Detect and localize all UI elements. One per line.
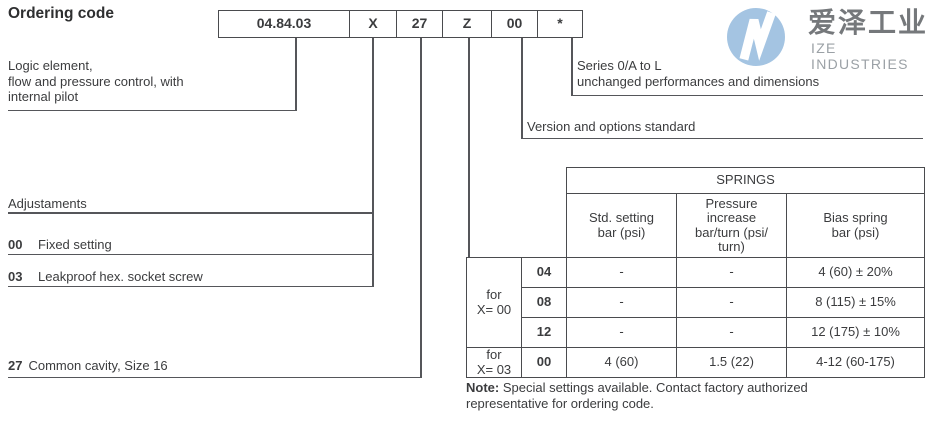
code-segment-00: 00 xyxy=(492,10,538,38)
column-header-std-setting: Std. setting bar (psi) xyxy=(566,193,677,258)
table-row: for X= 00 04 - - 4 (60) ± 20% xyxy=(466,257,925,348)
adjustment-item-00: 00 Fixed setting xyxy=(8,237,112,253)
bias-spring-value: 8 (115) ± 15% xyxy=(786,287,925,318)
adjustment-code: 03 xyxy=(8,269,23,284)
adjustment-label: Leakproof hex. socket screw xyxy=(38,269,203,284)
connector-line-00 xyxy=(521,38,523,139)
adjustment-code: 00 xyxy=(8,237,23,252)
pressure-increase-value: - xyxy=(676,317,787,348)
underline-adjustments-title xyxy=(8,212,374,214)
pressure-increase-value: - xyxy=(676,257,787,288)
spring-code: 04 xyxy=(521,257,567,288)
table-row: for X= 03 00 4 (60) 1.5 (22) 4-12 (60-17… xyxy=(466,347,925,378)
cavity-label: Common cavity, Size 16 xyxy=(28,358,168,373)
note-body: Special settings available. Contact fact… xyxy=(466,380,808,411)
adjustment-item-03: 03 Leakproof hex. socket screw xyxy=(8,269,203,285)
springs-table: SPRINGS Std. setting bar (psi) Pressure … xyxy=(466,167,925,378)
std-setting-value: - xyxy=(566,317,677,348)
page-title: Ordering code xyxy=(8,5,114,22)
std-setting-value: - xyxy=(566,257,677,288)
code-segment-star: * xyxy=(538,10,583,38)
connector-line-model xyxy=(295,38,297,111)
underline-adjustment-00 xyxy=(8,253,374,256)
std-setting-value: 4 (60) xyxy=(566,347,677,378)
table-row: 12 - - 12 (175) ± 10% xyxy=(467,317,925,348)
group-label-x00: for X= 00 xyxy=(466,257,522,348)
note-prefix: Note: xyxy=(466,380,500,395)
bias-spring-value: 12 (175) ± 10% xyxy=(786,317,925,348)
series-description: Series 0/A to L unchanged performances a… xyxy=(577,58,820,89)
version-description: Version and options standard xyxy=(527,119,696,134)
product-description: Logic element, flow and pressure control… xyxy=(8,58,184,104)
pressure-increase-value: - xyxy=(676,287,787,318)
cavity-code: 27 xyxy=(8,358,23,373)
spring-code: 12 xyxy=(521,317,567,348)
column-header-pressure-increase: Pressure increase bar/turn (psi/ turn) xyxy=(676,193,787,258)
connector-line-x xyxy=(372,38,374,287)
connector-line-27 xyxy=(420,38,422,378)
adjustments-title: Adjustaments xyxy=(8,196,87,211)
connector-line-star xyxy=(571,38,573,96)
underline-version xyxy=(521,137,923,140)
underline-product xyxy=(8,109,297,112)
logo-english-text: IZE INDUSTRIES xyxy=(811,40,909,72)
adjustment-label: Fixed setting xyxy=(38,237,112,252)
std-setting-value: - xyxy=(566,287,677,318)
spring-code: 00 xyxy=(521,347,567,378)
bias-spring-value: 4 (60) ± 20% xyxy=(786,257,925,288)
logo-chinese-text: 爱泽工业 xyxy=(808,7,929,38)
springs-table-title: SPRINGS xyxy=(566,167,925,194)
code-segment-model: 04.84.03 xyxy=(218,10,350,38)
code-segment-x: X xyxy=(350,10,397,38)
pressure-increase-value: 1.5 (22) xyxy=(676,347,787,378)
spring-code: 08 xyxy=(521,287,567,318)
table-blank-corner xyxy=(467,168,567,258)
ordering-code-boxes: 04.84.03 X 27 Z 00 * xyxy=(218,10,583,38)
bias-spring-value: 4-12 (60-175) xyxy=(786,347,925,378)
connector-line-z xyxy=(468,38,470,258)
cavity-item: 27 Common cavity, Size 16 xyxy=(8,358,168,374)
group-label-x03: for X= 03 xyxy=(466,347,522,378)
underline-adjustment-03 xyxy=(8,285,374,288)
code-segment-z: Z xyxy=(443,10,492,38)
underline-series xyxy=(571,94,923,97)
column-header-bias-spring: Bias spring bar (psi) xyxy=(786,193,925,258)
table-row: 08 - - 8 (115) ± 15% xyxy=(467,287,925,318)
ize-logo-icon xyxy=(727,8,785,66)
note-text: Note: Special settings available. Contac… xyxy=(466,380,916,411)
underline-cavity xyxy=(8,376,422,379)
code-segment-27: 27 xyxy=(397,10,443,38)
